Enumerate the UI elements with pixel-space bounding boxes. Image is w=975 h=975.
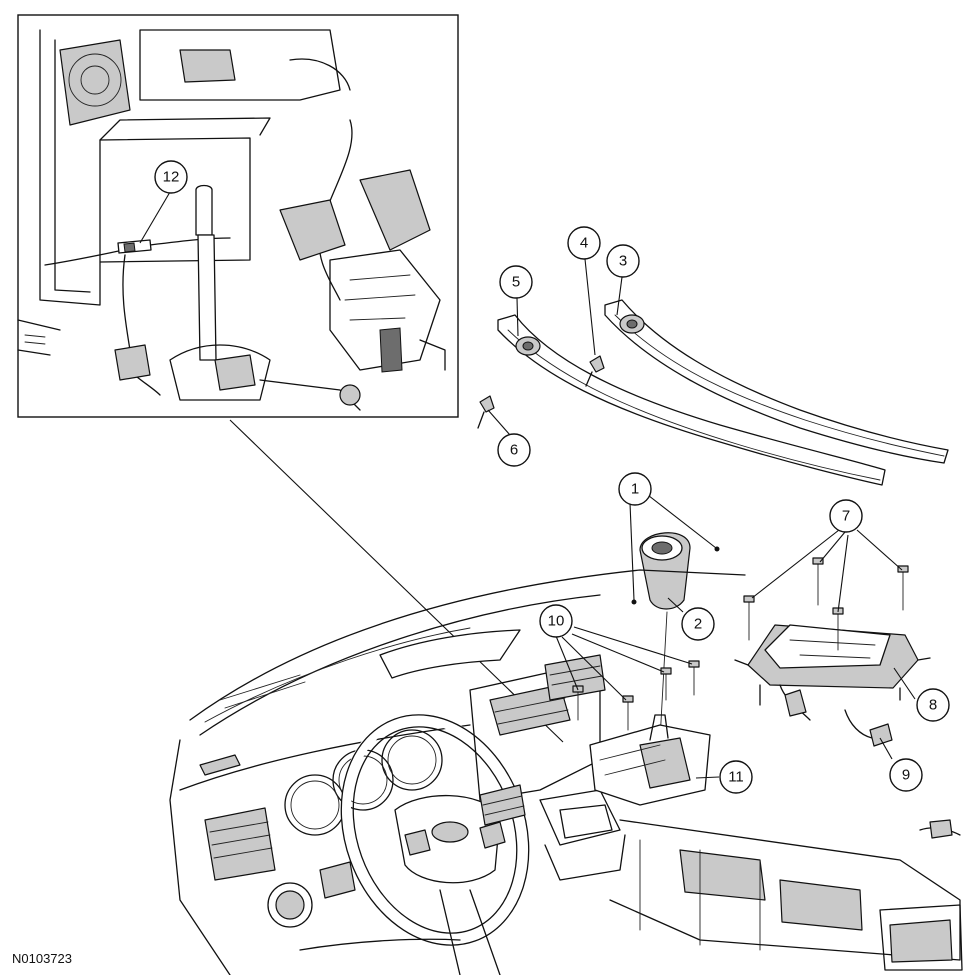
callout-6-label: 6: [510, 442, 518, 459]
callout-8-label: 8: [929, 697, 937, 714]
callout-3: 3: [606, 244, 640, 278]
trim-moldings: [477, 299, 949, 486]
instrument-panel: [169, 569, 963, 975]
callout-2-label: 2: [694, 616, 702, 633]
shift-knob: [631, 532, 720, 741]
callout-10: 10: [539, 604, 573, 638]
callout-11-label: 11: [728, 769, 744, 786]
callout-6: 6: [497, 433, 531, 467]
callout-5: 5: [499, 265, 533, 299]
callout-1-label: 1: [631, 481, 639, 498]
callout-4-label: 4: [580, 235, 588, 252]
callout-12-label: 12: [163, 169, 180, 186]
callout-5-label: 5: [512, 274, 520, 291]
callout-7: 7: [829, 499, 863, 533]
callout-12: 12: [154, 160, 188, 194]
callout-9-label: 9: [902, 767, 910, 784]
callout-2: 2: [681, 607, 715, 641]
callout-3-label: 3: [619, 253, 627, 270]
figure-reference-id: N0103723: [12, 951, 72, 966]
inset-detail-view: 12: [17, 14, 459, 418]
callout-9: 9: [889, 758, 923, 792]
callout-11: 11: [719, 760, 753, 794]
module-bracket: [734, 557, 931, 747]
callout-7-label: 7: [842, 508, 850, 525]
inset-leader-line: [229, 419, 564, 743]
callout-4: 4: [567, 226, 601, 260]
callout-8: 8: [916, 688, 950, 722]
callout-10-label: 10: [548, 613, 565, 630]
callout-leaders: [487, 258, 916, 779]
callout-1: 1: [618, 472, 652, 506]
